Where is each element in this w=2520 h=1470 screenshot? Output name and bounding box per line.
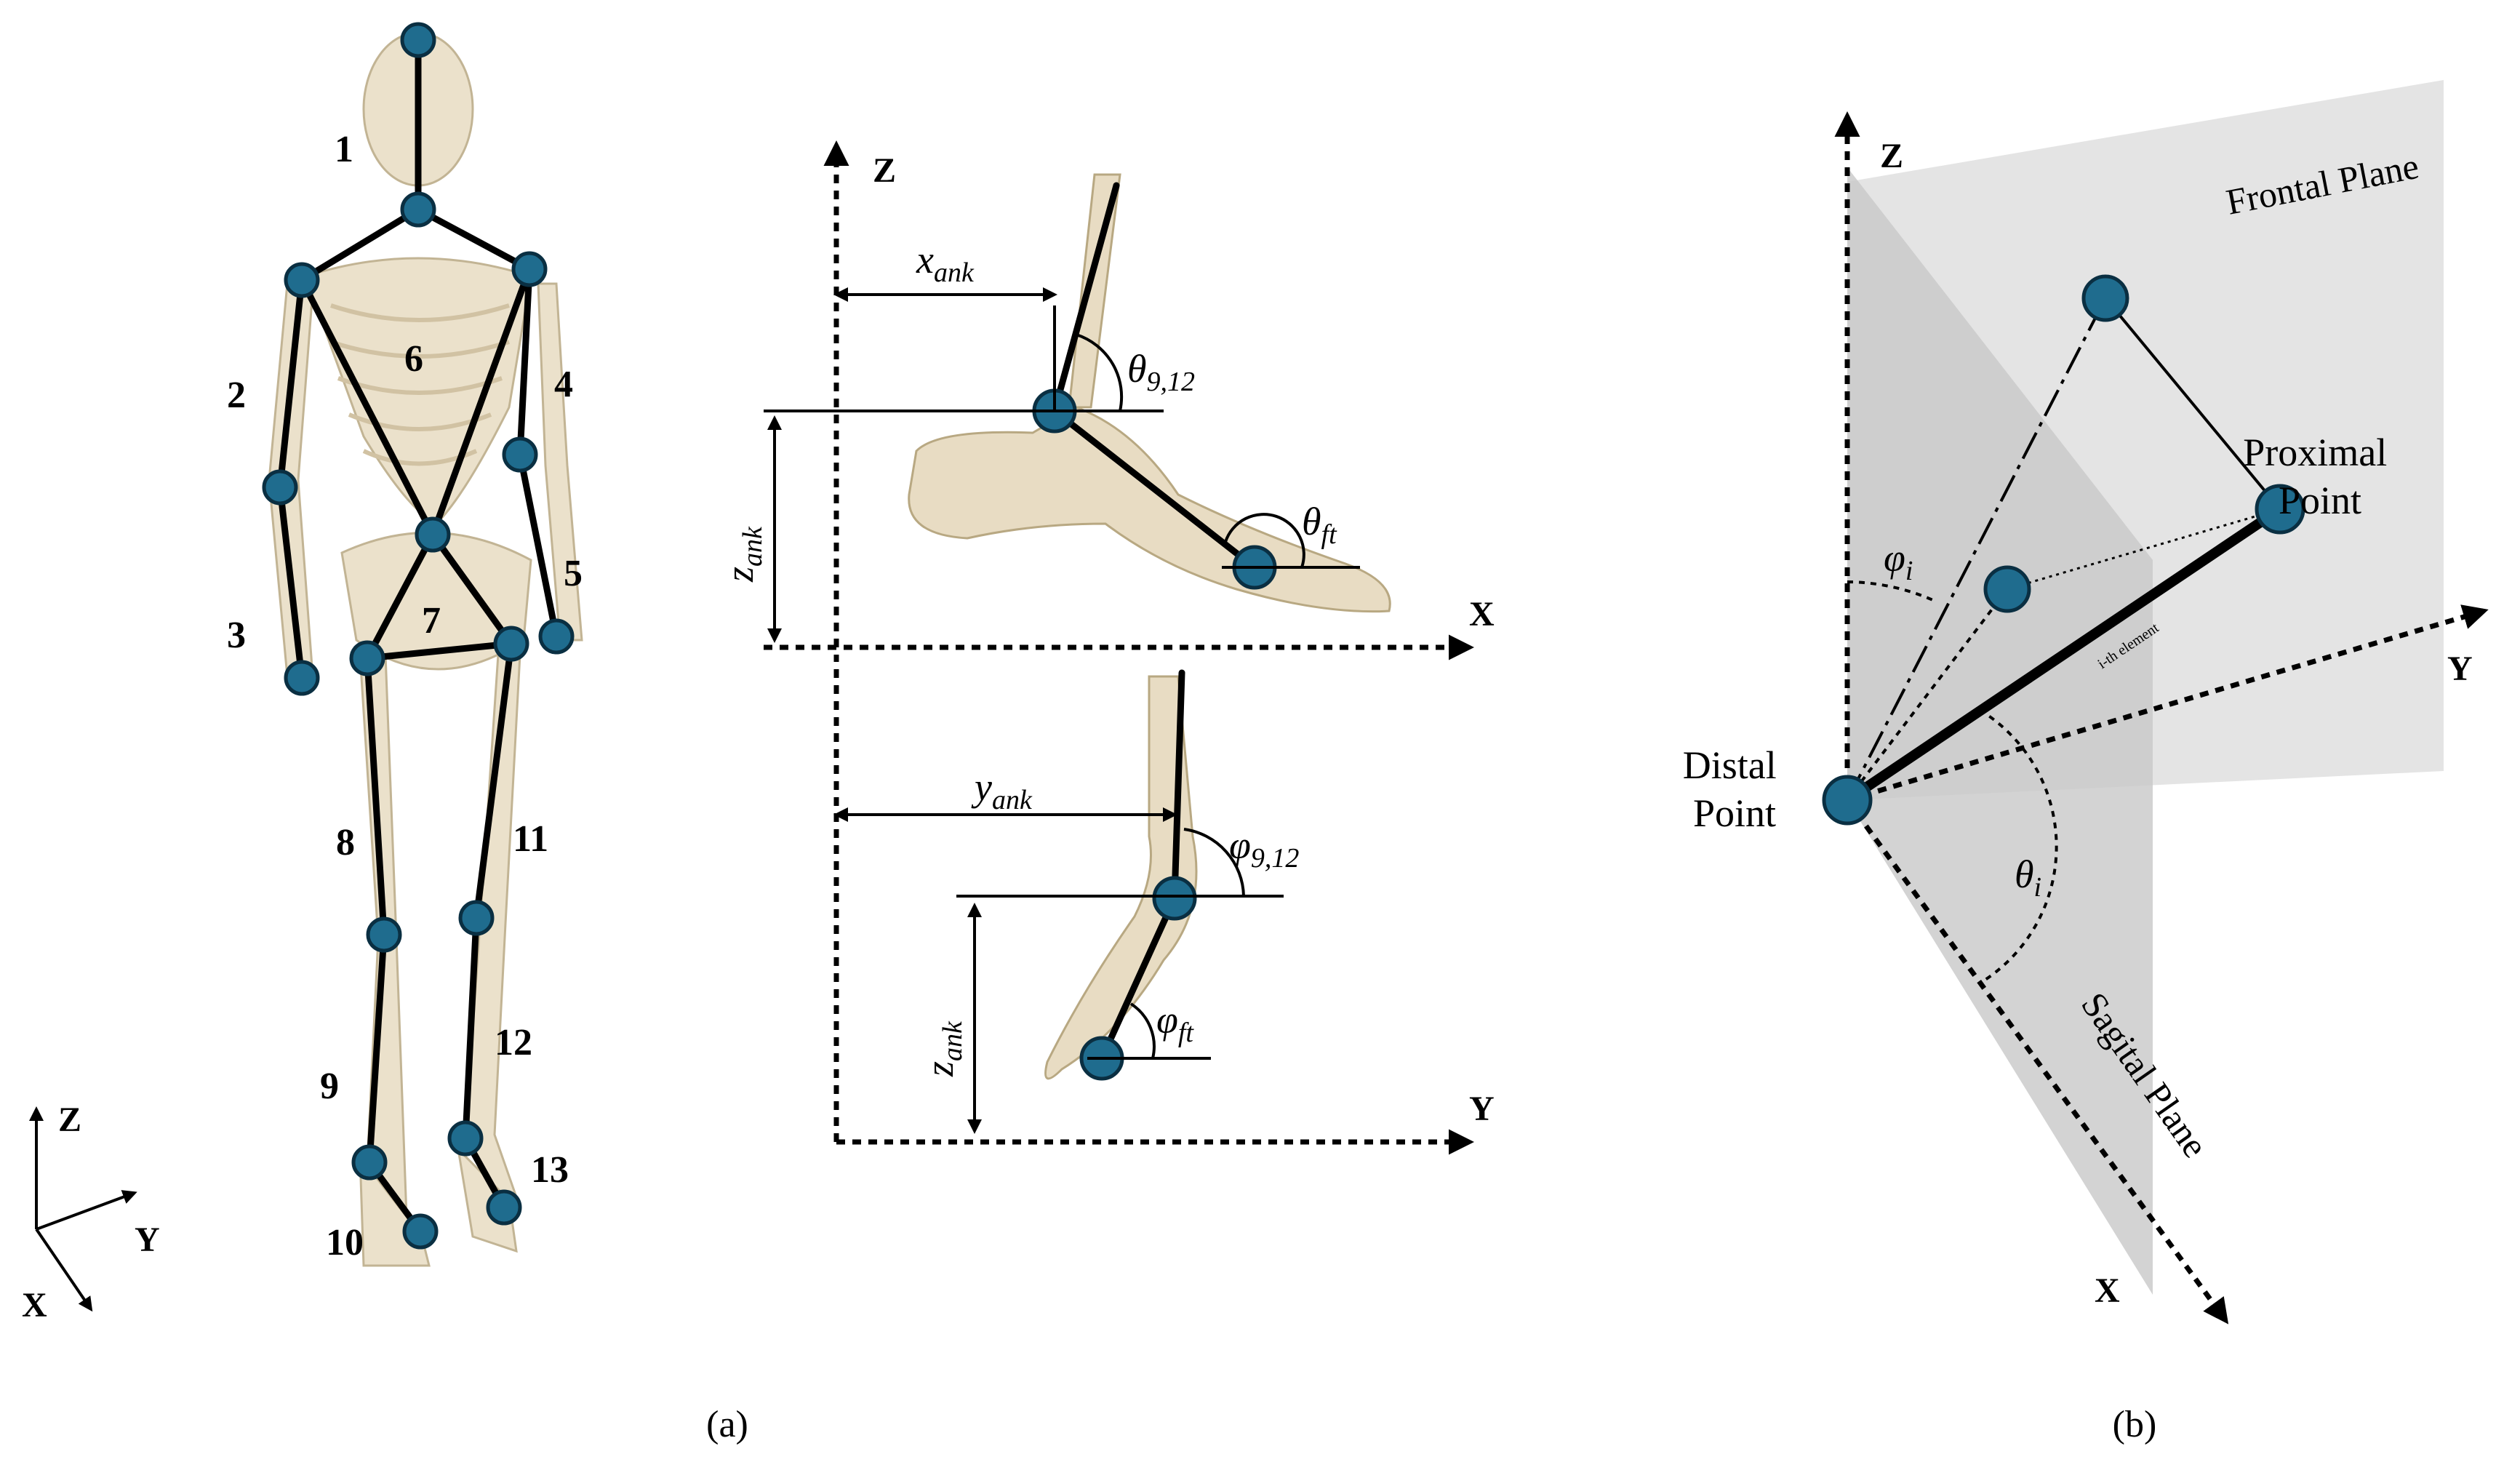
joint-right-hip	[349, 640, 385, 676]
segment-number-9: 9	[320, 1066, 339, 1107]
frontal-phi-foot-label: φft	[1156, 998, 1194, 1048]
segment-number-6: 6	[404, 338, 423, 380]
sagittal-theta-foot-label: θft	[1302, 500, 1337, 550]
sagittal-z-ank-label: zank	[718, 526, 768, 583]
segment-number-1: 1	[335, 129, 353, 170]
segment-number-8: 8	[336, 822, 355, 863]
proximal-point-label: Proximal Point	[2243, 431, 2397, 522]
triad-z-label: Z	[58, 1100, 81, 1139]
joint-left-toe	[486, 1189, 522, 1226]
segment-number-12: 12	[495, 1022, 532, 1063]
distal-point-label: Distal Point	[1683, 743, 1787, 835]
joint-left-shoulder	[511, 251, 548, 287]
distal-point	[1822, 775, 1873, 826]
sagittal-theta-shank-label: θ9,12	[1127, 347, 1195, 397]
frontal-z-ank-label: zank	[918, 1020, 968, 1077]
sagittal-plane	[1847, 167, 2153, 1295]
caption-a: (a)	[706, 1404, 748, 1445]
joint-right-ankle	[351, 1144, 388, 1181]
b-y-label: Y	[2447, 650, 2473, 688]
frontal-y-label: Y	[1469, 1090, 1495, 1128]
segment-numbers: 1 2 3 4 5 6 7 8 9 10 11 12 13	[227, 129, 583, 1263]
caption-b: (b)	[2113, 1404, 2157, 1445]
segment-number-7: 7	[422, 600, 441, 642]
frontal-y-ank-label: yank	[971, 765, 1033, 815]
projection-line-sagittal	[1846, 588, 2009, 802]
projection-line-frontal	[1846, 297, 2107, 801]
theta-i-label: θi	[2015, 852, 2041, 903]
coordinate-triad: Z Y X	[22, 1100, 160, 1325]
joint-pelvis-center	[415, 516, 451, 553]
segment-number-4: 4	[554, 364, 573, 405]
triad-y-label: Y	[135, 1221, 160, 1259]
frontal-ankle-joint	[1152, 876, 1197, 921]
sagittal-x-ank-label: xank	[916, 238, 975, 288]
frontal-foot-view: Y yank zank φ9,12 φft	[833, 655, 1495, 1155]
joint-right-shoulder	[284, 262, 320, 298]
segment-number-13: 13	[531, 1149, 569, 1191]
frontal-phi-shank-label: φ9,12	[1229, 823, 1299, 874]
joint-left-wrist	[538, 618, 575, 655]
joint-left-elbow	[502, 436, 538, 473]
segment-number-5: 5	[564, 553, 583, 594]
sagittal-foot-view: Z X xank zank θ9,12 θft	[718, 140, 1495, 660]
triad-x-label: X	[22, 1286, 47, 1325]
frontal-foot-bones	[1044, 675, 1198, 1080]
proximal-point	[2255, 484, 2305, 535]
phi-i-label: φi	[1884, 536, 1913, 586]
frontal-projection-point	[2081, 274, 2129, 322]
joint-neck	[400, 191, 436, 228]
joint-head	[400, 22, 436, 58]
ith-element	[1842, 504, 2285, 805]
b-z-label: Z	[1880, 137, 1903, 175]
skeleton-joints	[262, 22, 575, 1250]
skeleton-figure: 1 2 3 4 5 6 7 8 9 10 11 12 13 Z Y X	[22, 22, 583, 1325]
b-x-label: X	[2095, 1271, 2120, 1310]
joint-right-knee	[366, 916, 402, 953]
joint-right-toe	[402, 1213, 439, 1250]
segment-number-2: 2	[227, 375, 246, 416]
b-x-axis	[1845, 798, 2229, 1325]
joint-right-elbow	[262, 469, 298, 506]
segment-number-3: 3	[227, 615, 246, 656]
sagittal-x-label: X	[1469, 595, 1495, 634]
joint-left-ankle	[447, 1120, 484, 1157]
joint-right-wrist	[284, 660, 320, 696]
sagittal-z-label: Z	[873, 151, 896, 190]
joint-left-hip	[493, 626, 529, 662]
joint-left-knee	[458, 900, 495, 936]
segment-number-11: 11	[513, 818, 548, 860]
segment-number-10: 10	[326, 1222, 364, 1263]
panel-b-3d-element: Z Y X Frontal Plane Sagital Plane i-th e…	[1683, 80, 2489, 1325]
sagittal-projection-point	[1983, 565, 2031, 613]
